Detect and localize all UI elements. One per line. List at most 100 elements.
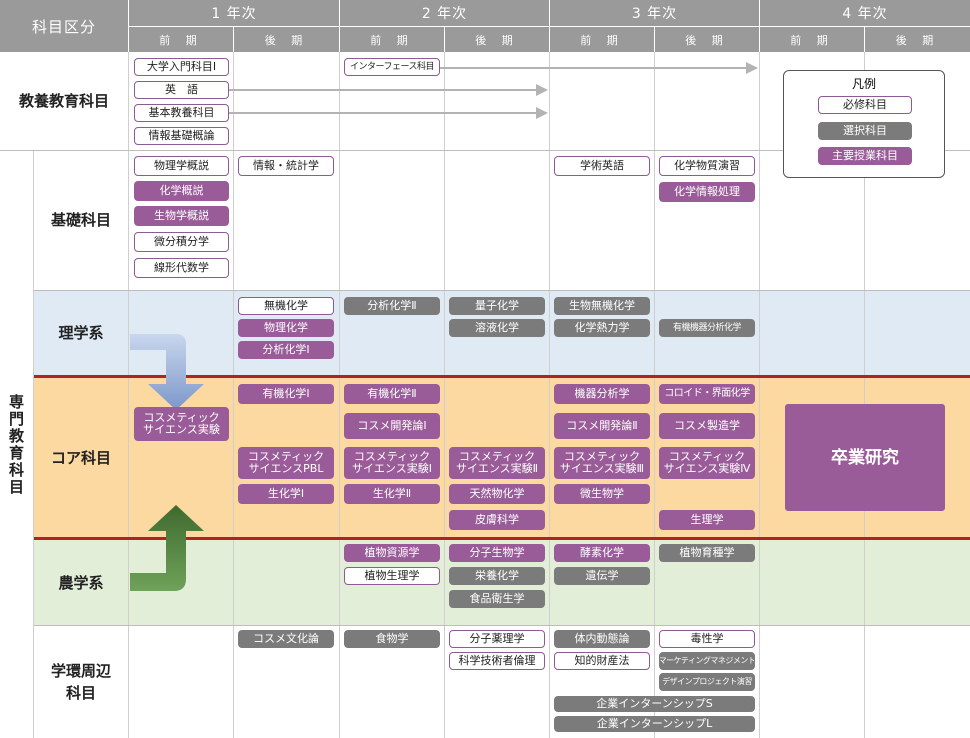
grid-line	[444, 52, 445, 738]
legend-required: 必修科目	[818, 96, 912, 114]
year-3-header: 3 年次	[550, 0, 759, 26]
grid-line	[864, 52, 865, 738]
course-line: コスメティック	[668, 450, 746, 463]
y4-zenki-header: 前 期	[760, 27, 864, 52]
grid-line	[759, 52, 760, 738]
course-box: マーケティングマネジメント	[659, 652, 755, 670]
core-bottom-line	[34, 537, 970, 540]
course-box: コスメ開発論Ⅰ	[344, 413, 440, 439]
course-box: コスメ文化論	[238, 630, 334, 648]
course-box: インターフェース科目	[344, 58, 440, 76]
course-box: 遺伝学	[554, 567, 650, 585]
course-line: サイエンスPBL	[248, 462, 324, 475]
course-box: コスメティック サイエンス実験	[134, 407, 229, 441]
graduation-research: 卒業研究	[785, 404, 945, 511]
course-box: コスメティック サイエンスPBL	[238, 447, 334, 479]
course-box: 皮膚科学	[449, 510, 545, 530]
course-line: コスメティック	[458, 450, 536, 463]
row-divider	[34, 625, 970, 626]
course-box: 分析化学Ⅰ	[238, 341, 334, 359]
course-line: コスメティック	[563, 450, 641, 463]
course-box: 物理学概説	[134, 156, 229, 176]
y2-zenki-header: 前 期	[340, 27, 444, 52]
legend-elective: 選択科目	[818, 122, 912, 140]
course-box: コスメティック サイエンス実験Ⅲ	[554, 447, 650, 479]
y1-zenki-header: 前 期	[129, 27, 233, 52]
legend-main: 主要授業科目	[818, 147, 912, 165]
row-divider	[0, 150, 970, 151]
y3-zenki-header: 前 期	[550, 27, 654, 52]
course-box: 英 語	[134, 81, 229, 99]
arrow-head	[536, 107, 548, 119]
course-box: 物理化学	[238, 319, 334, 337]
arrow-line	[229, 89, 538, 91]
row-label-gakkan: 学環周辺 科目	[34, 626, 128, 738]
course-box: 微生物学	[554, 484, 650, 504]
row-label-core: コア科目	[50, 448, 111, 467]
course-box: 微分積分学	[134, 232, 229, 252]
course-box: 酵素化学	[554, 544, 650, 562]
course-box: 科学技術者倫理	[449, 652, 545, 670]
course-box: 無機化学	[238, 297, 334, 315]
y4-kouki-header: 後 期	[865, 27, 970, 52]
course-box: コロイド・界面化学	[659, 384, 755, 404]
arrow-line	[229, 112, 538, 114]
course-box: コスメティック サイエンス実験Ⅰ	[344, 447, 440, 479]
course-box: 化学情報処理	[659, 182, 755, 202]
arrow-head	[536, 84, 548, 96]
grid-line	[549, 52, 550, 738]
course-line: コスメティック	[353, 450, 431, 463]
core-top-line	[34, 375, 970, 378]
year-1-header: 1 年次	[129, 0, 339, 26]
course-box: 有機化学Ⅱ	[344, 384, 440, 404]
nogaku-to-core-arrow	[130, 505, 204, 591]
course-box: コスメ開発論Ⅱ	[554, 413, 650, 439]
y3-kouki-header: 後 期	[655, 27, 759, 52]
row-divider	[34, 290, 970, 291]
course-line: サイエンス実験Ⅳ	[663, 462, 751, 475]
course-line: コスメティック	[247, 450, 325, 463]
course-box: 栄養化学	[449, 567, 545, 585]
course-box: 大学入門科目Ⅰ	[134, 58, 229, 76]
course-box: 線形代数学	[134, 258, 229, 278]
course-box: 溶液化学	[449, 319, 545, 337]
grid-line	[33, 150, 34, 738]
row-label-rigaku: 理学系	[58, 324, 104, 342]
row-label-nogaku: 農学系	[58, 574, 104, 592]
course-box: 基本教養科目	[134, 104, 229, 122]
course-box: 毒性学	[659, 630, 755, 648]
course-box: 情報・統計学	[238, 156, 334, 176]
course-line: サイエンス実験	[143, 423, 220, 436]
grid-line	[654, 52, 655, 738]
course-box: 分子薬理学	[449, 630, 545, 648]
course-box: 体内動態論	[554, 630, 650, 648]
course-box: 植物生理学	[344, 567, 440, 585]
course-box: 植物資源学	[344, 544, 440, 562]
course-line: サイエンス実験Ⅲ	[559, 462, 645, 475]
course-box: コスメ製造学	[659, 413, 755, 439]
course-box: コスメティック サイエンス実験Ⅳ	[659, 447, 755, 479]
course-box: 食品衛生学	[449, 590, 545, 608]
arrow-line	[440, 67, 748, 69]
course-box: 有機機器分析化学	[659, 319, 755, 337]
row-label-kyoyo: 教養教育科目	[18, 92, 109, 110]
course-box: 企業インターンシップS	[554, 696, 755, 712]
course-box: 有機化学Ⅰ	[238, 384, 334, 404]
course-box: 生物学概説	[134, 206, 229, 226]
y1-kouki-header: 後 期	[234, 27, 339, 52]
legend-title: 凡例	[851, 77, 876, 91]
course-box: 生化学Ⅰ	[238, 484, 334, 504]
header-corner: 科目区分	[0, 0, 128, 52]
course-box: 生理学	[659, 510, 755, 530]
course-box: 生物無機化学	[554, 297, 650, 315]
course-box: 食物学	[344, 630, 440, 648]
grid-line	[233, 52, 234, 738]
course-box: 情報基礎概論	[134, 127, 229, 145]
row-label-kiso: 基礎科目	[50, 211, 111, 229]
row-label-senmon: 専門教育科目	[7, 394, 25, 496]
course-box: 企業インターンシップL	[554, 716, 755, 732]
grid-line	[339, 52, 340, 738]
gakkan-line-2: 科目	[65, 684, 96, 702]
course-box: 化学概説	[134, 181, 229, 201]
course-box: 植物育種学	[659, 544, 755, 562]
